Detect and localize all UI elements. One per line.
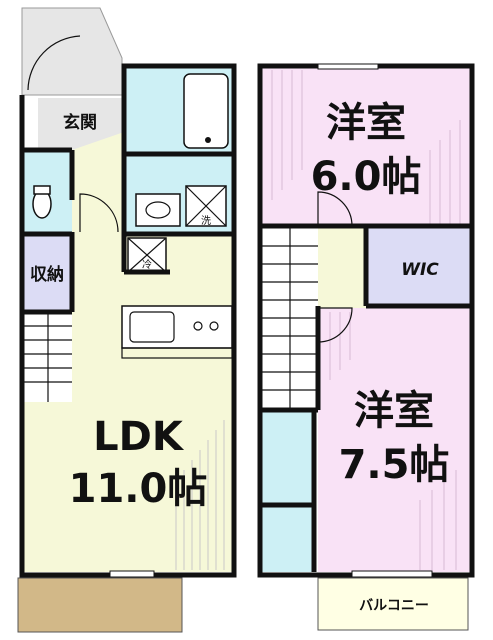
- bedroom-6-door-swing: [317, 191, 353, 227]
- closet-upper: [262, 412, 314, 504]
- bath-drain-icon: [205, 137, 211, 143]
- basin-bowl-icon: [145, 201, 171, 219]
- bedroom-7-5-size-label: 7.5帖: [339, 442, 450, 488]
- ldk-size-label: 11.0帖: [69, 466, 208, 512]
- bedroom-6: [262, 66, 472, 226]
- bedroom-6-size-label: 6.0帖: [311, 154, 422, 200]
- terrace: [17, 577, 183, 633]
- storage-room: [24, 236, 70, 310]
- closet-lower: [262, 506, 314, 572]
- kitchen-sink-icon: [129, 311, 175, 343]
- balcony-area: [317, 577, 469, 631]
- washer-mark: 洗: [201, 215, 211, 227]
- bedroom-7-5-label: 洋室: [354, 388, 434, 434]
- hall-door-swing: [79, 193, 119, 233]
- storage-label: 収納: [30, 264, 64, 285]
- bathtub: [183, 73, 229, 149]
- bedroom-7-5-door-swing: [317, 307, 353, 343]
- bedroom-7-5: [318, 308, 472, 572]
- bedroom-7-5-window: [351, 570, 433, 578]
- washbasin: [135, 193, 181, 227]
- stair-lines-floor2: [262, 228, 318, 408]
- bedroom-6-window: [317, 63, 379, 70]
- ldk-window: [109, 570, 155, 578]
- stair-lines-floor1: [24, 312, 72, 402]
- floor2: 洋室 6.0帖 WIC 洋室 7.5帖 バルコニー: [257, 63, 475, 631]
- ldk-label: LDK: [93, 414, 185, 460]
- entrance-door-swing: [27, 35, 81, 91]
- balcony-label: バルコニー: [359, 598, 429, 614]
- bedroom-6-label: 洋室: [326, 100, 406, 146]
- fridge-mark: 冷: [142, 258, 152, 271]
- wic-room: [368, 228, 472, 306]
- wic-label: WIC: [401, 260, 439, 280]
- entrance-approach: [21, 7, 123, 96]
- stove-burner-icon: [193, 321, 203, 331]
- stove-burner-icon: [209, 321, 219, 331]
- ldk-hatching: [175, 420, 225, 570]
- genkan-label: 玄関: [63, 112, 97, 133]
- floor1: 洗 冷 玄関 収納 LDK 11.0帖: [17, 7, 237, 633]
- walls-floor1: [19, 63, 237, 578]
- kitchen-counter: [121, 305, 233, 349]
